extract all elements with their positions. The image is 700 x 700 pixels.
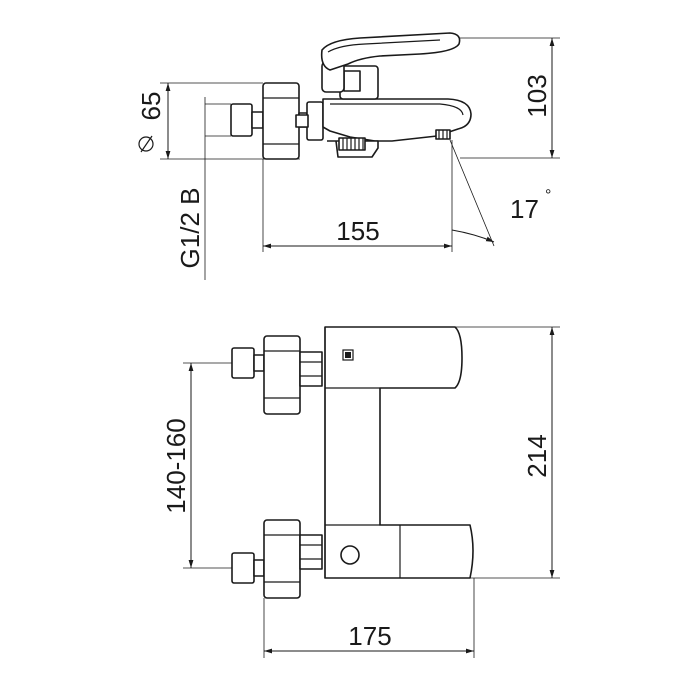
side-body-spout: [295, 98, 472, 158]
front-view: 140-160 214 175: [161, 326, 560, 658]
dim-height-side-label: 103: [522, 74, 552, 117]
dim-centers: 140-160: [161, 362, 232, 569]
diverter-button-icon: [340, 545, 360, 565]
front-body: [324, 326, 474, 579]
dim-depth-side-label: 155: [336, 216, 379, 246]
diameter-symbol-icon: [138, 135, 154, 153]
dim-thread-label: G1/2 B: [175, 188, 205, 269]
dim-width-front-label: 175: [348, 621, 391, 651]
dim-width-175: 175: [263, 578, 475, 658]
logo-badge-icon: [342, 349, 354, 361]
dim-centers-label: 140-160: [161, 418, 191, 513]
dim-height-front-label: 214: [522, 434, 552, 477]
side-lever-handle: [320, 32, 461, 100]
dim-height-103: 103: [460, 37, 560, 159]
dim-diameter-65: 65: [136, 82, 300, 160]
front-top-inlet: [231, 335, 323, 415]
dim-angle-17: 17 °: [449, 139, 551, 247]
dim-angle-label: 17: [510, 194, 539, 224]
side-view: 65 G1/2 B 103 155 17 °: [136, 32, 560, 280]
dim-thread: G1/2 B: [175, 97, 231, 280]
dim-angle-unit: °: [545, 187, 551, 204]
dim-height-214: 214: [455, 326, 560, 579]
dim-diameter-label: 65: [136, 92, 166, 121]
side-inlet-connector: [230, 82, 324, 160]
dim-depth-155: 155: [262, 140, 453, 252]
front-bottom-inlet: [231, 519, 323, 599]
